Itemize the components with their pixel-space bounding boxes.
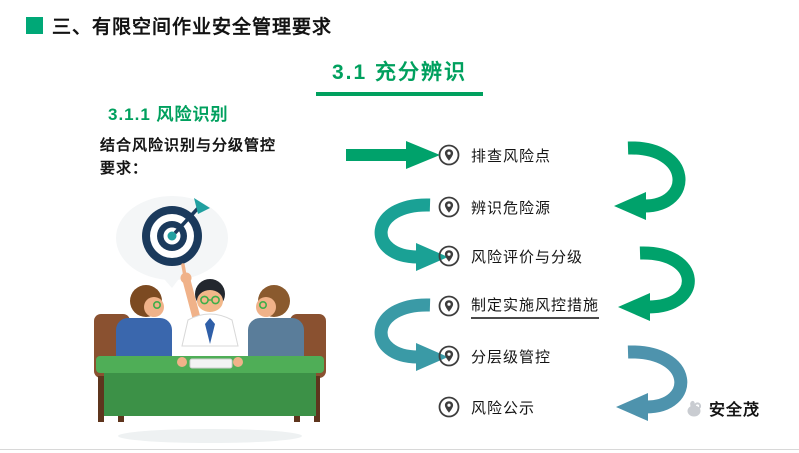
step-label: 排查风险点 (471, 147, 552, 165)
meeting-illustration (94, 196, 326, 443)
location-pin-icon (438, 196, 460, 218)
slide-title: 三、有限空间作业安全管理要求 (52, 17, 333, 38)
step-item-4: 制定实施风控措施 (438, 293, 600, 319)
step-item-1: 排查风险点 (438, 142, 551, 168)
location-pin-icon (438, 396, 460, 418)
step-item-3: 风险评价与分级 (438, 243, 583, 269)
watermark-text: 安全茂 (709, 402, 761, 419)
watermark: 安全茂 (684, 396, 760, 420)
arrow-step3-to-step4 (618, 246, 695, 321)
location-pin-icon (438, 144, 460, 166)
location-pin-icon (438, 295, 460, 317)
bottom-divider (0, 449, 799, 450)
step-item-2: 辨识危险源 (438, 194, 551, 220)
arrow-step1-to-step2 (614, 141, 686, 220)
location-pin-icon (438, 345, 460, 367)
step-label: 风险公示 (471, 399, 536, 417)
hand-icon (687, 400, 702, 417)
intro-line-1: 结合风险识别与分级管控 (100, 137, 277, 154)
step-label: 辨识危险源 (471, 199, 552, 217)
section-title-wrap: 3.1 充分辨识 (0, 56, 799, 96)
green-square-bullet-icon (26, 17, 43, 34)
step-item-6: 风险公示 (438, 394, 535, 420)
step-item-5: 分层级管控 (438, 343, 551, 369)
location-pin-icon (438, 245, 460, 267)
intro-text: 结合风险识别与分级管控 要求： (100, 134, 362, 181)
intro-line-2: 要求： (100, 160, 149, 178)
step-label: 风险评价与分级 (471, 248, 584, 266)
arrow-step5-to-step6 (616, 345, 688, 421)
section-title: 3.1 充分辨识 (315, 56, 484, 96)
step-label: 制定实施风控措施 (471, 294, 600, 319)
step-label: 分层级管控 (471, 348, 552, 366)
slide-header: 三、有限空间作业安全管理要求 (26, 12, 332, 39)
subsection-title: 3.1.1 风险识别 (108, 105, 229, 124)
